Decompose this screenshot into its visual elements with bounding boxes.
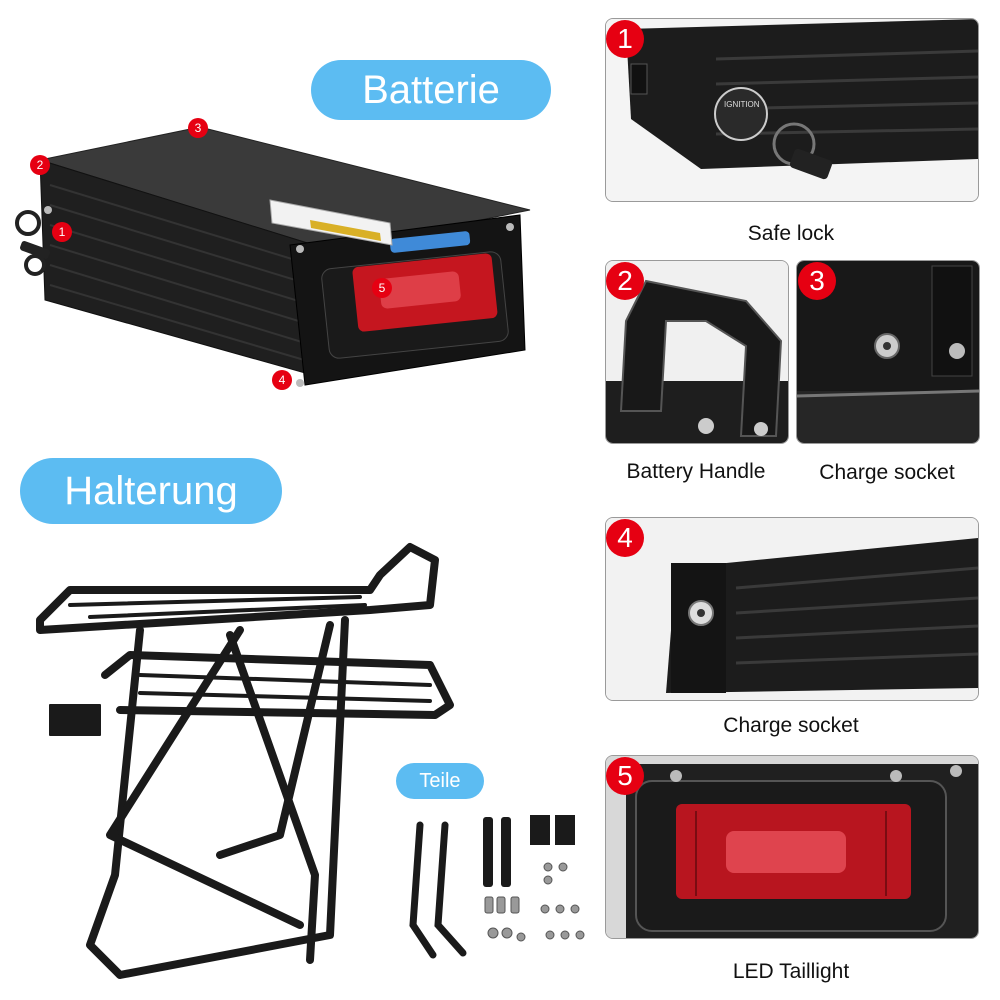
panel-3-caption: Charge socket	[819, 461, 955, 484]
panel-charge-socket-top	[796, 260, 980, 444]
halterung-title-pill: Halterung	[20, 458, 282, 524]
teile-label: Teile	[419, 769, 461, 792]
panel-5-badge: 5	[606, 757, 644, 795]
panel-1-caption: Safe lock	[747, 222, 835, 245]
panel-led-taillight	[605, 755, 979, 939]
panel-charge-socket	[605, 517, 979, 701]
panel-4-caption: Charge socket	[723, 714, 859, 737]
panel-1-badge: 1	[606, 20, 644, 58]
panel-safe-lock: IGNITION	[605, 18, 979, 202]
battery-marker-5: 5	[372, 278, 392, 298]
teile-pill: Teile	[396, 763, 484, 799]
ignition-text: IGNITION	[724, 100, 760, 109]
halterung-title: Halterung	[64, 468, 238, 513]
panel-2-badge: 2	[606, 262, 644, 300]
battery-marker-1: 1	[52, 222, 72, 242]
battery-marker-4: 4	[272, 370, 292, 390]
battery-marker-3: 3	[188, 118, 208, 138]
panel-4-badge: 4	[606, 519, 644, 557]
panel-2-caption: Battery Handle	[626, 460, 766, 483]
parts-illustration	[405, 805, 595, 975]
battery-illustration	[10, 115, 550, 395]
panel-5-caption: LED Taillight	[732, 960, 850, 983]
batterie-title: Batterie	[362, 67, 500, 112]
battery-marker-2: 2	[30, 155, 50, 175]
panel-3-badge: 3	[798, 262, 836, 300]
rack-illustration	[30, 535, 470, 985]
batterie-title-pill: Batterie	[311, 60, 551, 120]
